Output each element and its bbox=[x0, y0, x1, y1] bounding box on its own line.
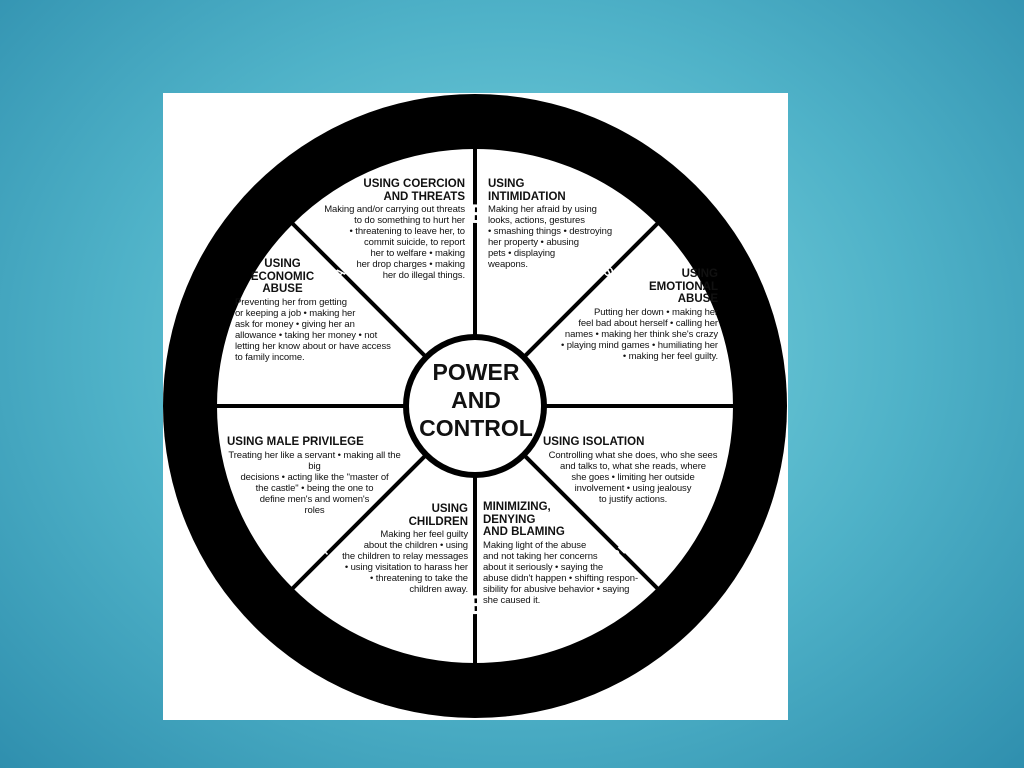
segment-male-privilege-desc: Treating her like a servant • making all… bbox=[228, 449, 401, 516]
segment-coercion-desc: Making and/or carrying out threats to do… bbox=[324, 204, 465, 281]
segment-economic-abuse: USING ECONOMIC ABUSE Preventing her from… bbox=[235, 258, 405, 363]
segment-isolation-desc: Controlling what she does, who she sees … bbox=[548, 449, 718, 505]
segment-economic-abuse-title: USING ECONOMIC ABUSE bbox=[250, 258, 315, 295]
segment-children-desc: Making her feel guilty about the childre… bbox=[342, 529, 468, 595]
wheel-diagram: PHYSICAL VIOLENCE SEXUAL PHYSICAL VIOLEN… bbox=[163, 94, 787, 718]
segment-intimidation: USING INTIMIDATION Making her afraid by … bbox=[488, 178, 648, 270]
segment-minimizing: MINIMIZING, DENYING AND BLAMING Making l… bbox=[483, 501, 653, 606]
power-control-wheel-image: PHYSICAL VIOLENCE SEXUAL PHYSICAL VIOLEN… bbox=[163, 93, 788, 720]
segment-emotional-abuse-title: USING EMOTIONAL ABUSE bbox=[649, 268, 718, 305]
segment-isolation-title: USING ISOLATION bbox=[543, 436, 645, 448]
segment-intimidation-title: USING INTIMIDATION bbox=[488, 178, 566, 203]
segment-isolation: USING ISOLATION Controlling what she doe… bbox=[543, 436, 723, 505]
segment-male-privilege: USING MALE PRIVILEGE Treating her like a… bbox=[227, 436, 402, 516]
segment-coercion-title: USING COERCION AND THREATS bbox=[363, 178, 465, 203]
segment-male-privilege-title: USING MALE PRIVILEGE bbox=[227, 436, 364, 448]
segment-emotional-abuse-desc: Putting her down • making her feel bad a… bbox=[560, 306, 718, 362]
segment-economic-abuse-desc: Preventing her from getting or keeping a… bbox=[235, 296, 391, 363]
segment-minimizing-title: MINIMIZING, DENYING AND BLAMING bbox=[483, 501, 565, 538]
segment-intimidation-desc: Making her afraid by using looks, action… bbox=[488, 204, 613, 270]
segment-children-title: USING CHILDREN bbox=[408, 503, 468, 528]
segment-children: USING CHILDREN Making her feel guilty ab… bbox=[303, 503, 468, 595]
segment-coercion: USING COERCION AND THREATS Making and/or… bbox=[303, 178, 465, 281]
segment-minimizing-desc: Making light of the abuse and not taking… bbox=[483, 539, 639, 606]
segment-emotional-abuse: USING EMOTIONAL ABUSE Putting her down •… bbox=[535, 268, 718, 362]
center-label: POWER AND CONTROL bbox=[419, 359, 533, 441]
